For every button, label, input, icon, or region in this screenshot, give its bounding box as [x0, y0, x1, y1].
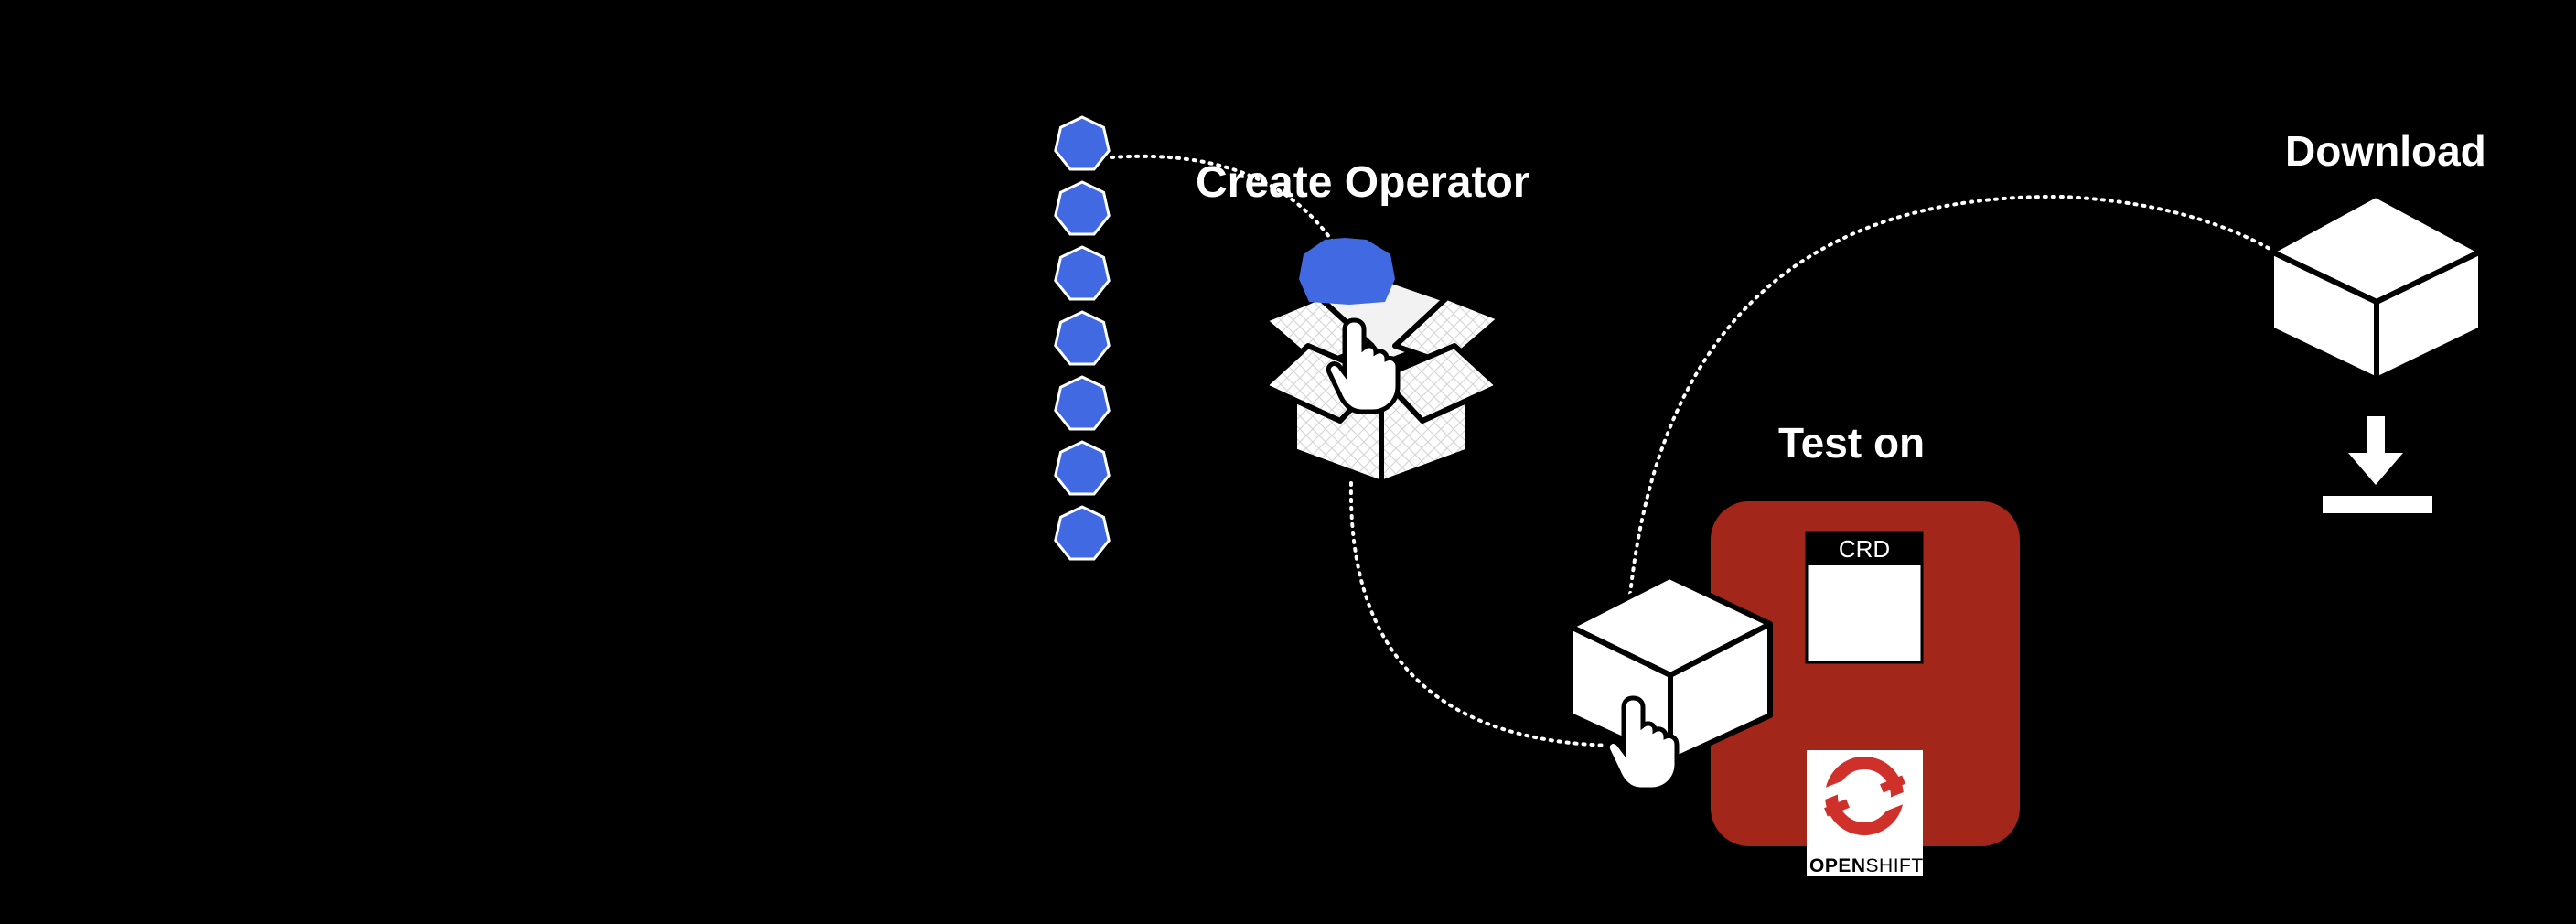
openshift-wordmark-shift: SHIFT	[1866, 855, 1924, 876]
heptagon-icon	[1054, 180, 1111, 236]
download-label: Download	[2285, 127, 2486, 175]
heptagon-icon	[1054, 310, 1111, 366]
connector-package-to-download	[1628, 194, 2284, 596]
crd-label: CRD	[1839, 535, 1890, 563]
heptagon-icon	[1054, 245, 1111, 301]
openshift-cluster-panel	[1711, 501, 2020, 846]
openshift-logo-icon: OPENSHIFT	[1807, 750, 1924, 876]
heptagon-icon	[1054, 505, 1111, 561]
svg-text:OPENSHIFT: OPENSHIFT	[1809, 855, 1924, 876]
flow-connectors	[1110, 154, 2284, 747]
component-heptagon-large	[1299, 238, 1395, 305]
hand-pointer-icon	[1605, 695, 1680, 792]
component-stack	[1054, 115, 1111, 561]
download-arrow-icon	[2323, 416, 2432, 513]
heptagon-icon	[1054, 440, 1111, 496]
heptagon-icon	[1054, 115, 1111, 171]
heptagon-icon	[1054, 375, 1111, 431]
closed-box-icon	[2269, 192, 2484, 382]
create-operator-label: Create Operator	[1196, 158, 1530, 207]
connector-box-to-package	[1348, 481, 1617, 747]
test-on-label: Test on	[1778, 419, 1925, 467]
crd-document-icon: CRD	[1805, 531, 1924, 664]
hand-pointer-icon	[1326, 317, 1401, 414]
connector-components-to-box	[1110, 154, 1339, 251]
openshift-wordmark-open: OPEN	[1809, 855, 1866, 876]
